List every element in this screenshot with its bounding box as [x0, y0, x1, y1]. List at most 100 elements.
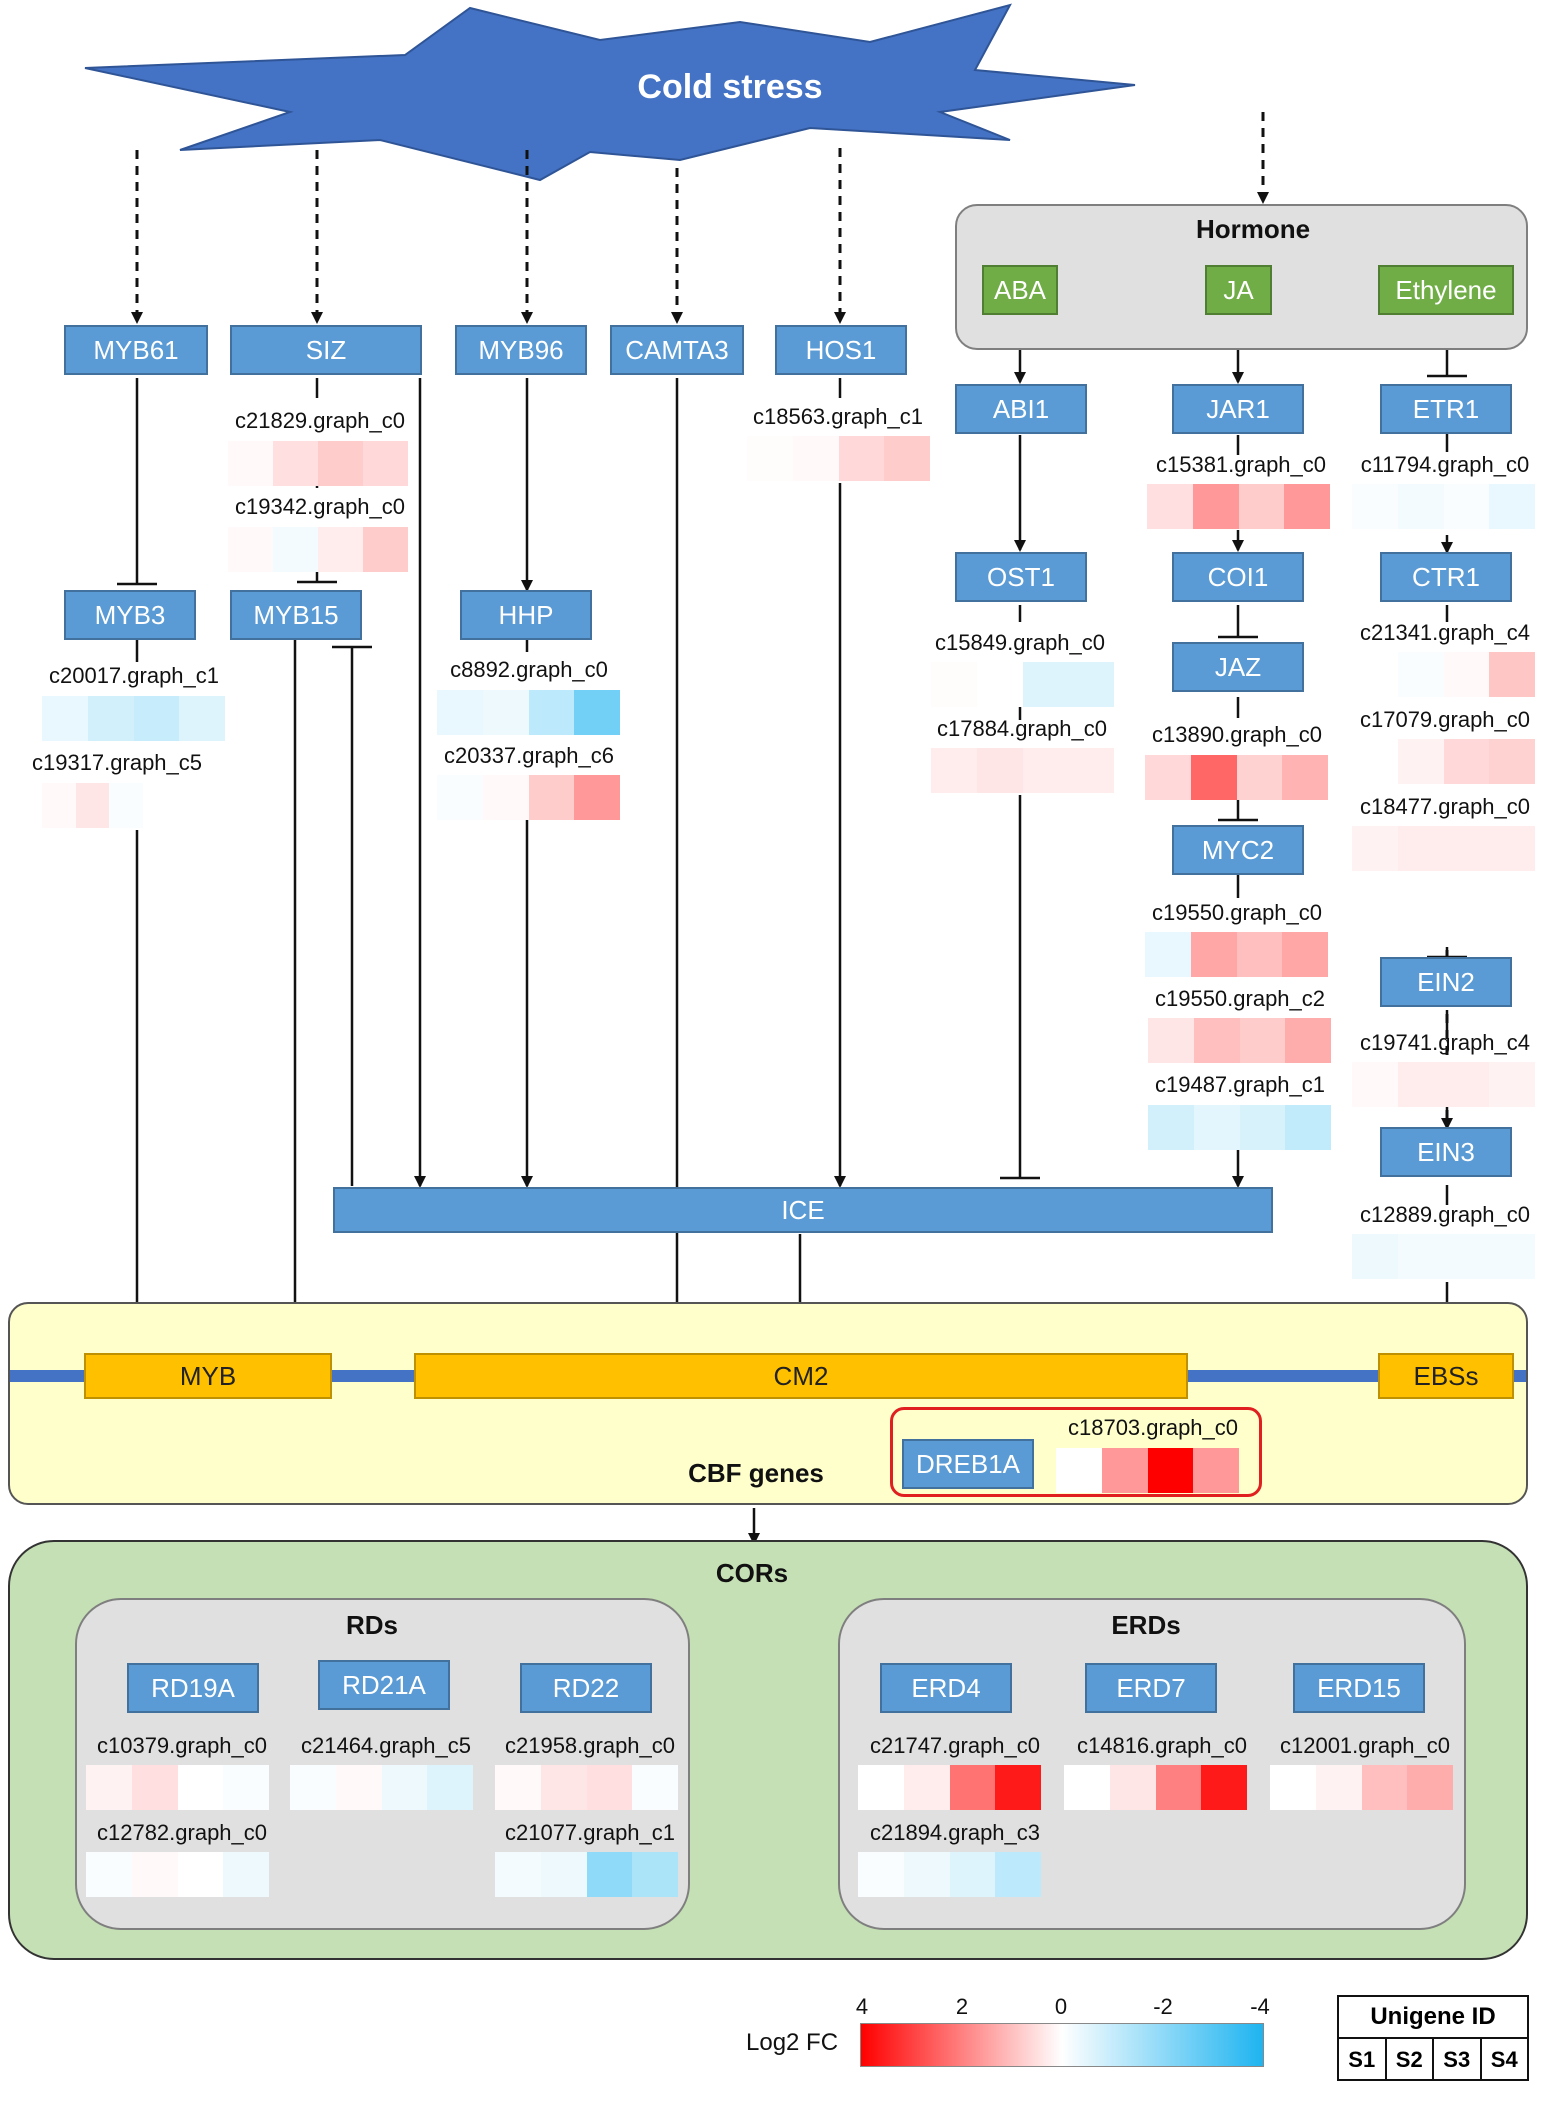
heatmap-cell	[318, 441, 363, 486]
unigene-label: c21894.graph_c3	[869, 1820, 1041, 1845]
unigene-heatmap	[747, 436, 930, 481]
coi1-box: COI1	[1172, 552, 1304, 602]
heatmap-cell	[903, 1852, 950, 1897]
heatmap-cell	[42, 783, 76, 828]
heatmap-cell	[903, 1765, 950, 1810]
unigene-heatmap	[437, 690, 620, 735]
hos1-box: HOS1	[775, 325, 907, 375]
unigene-label: c20337.graph_c6	[443, 743, 615, 768]
unigene-label: c14816.graph_c0	[1076, 1733, 1248, 1758]
erd7-box: ERD7	[1085, 1663, 1217, 1713]
unigene-label: c12001.graph_c0	[1279, 1733, 1451, 1758]
heatmap-cell	[177, 1765, 224, 1810]
heatmap-cell	[1201, 1765, 1247, 1810]
ebss-element: EBSs	[1378, 1353, 1514, 1399]
unigene-label: c18703.graph_c0	[1067, 1415, 1239, 1440]
heatmap-cell	[437, 775, 483, 820]
rd19a-box: RD19A	[127, 1663, 259, 1713]
heatmap-cell	[1145, 932, 1191, 977]
jaz-box: JAZ	[1172, 642, 1304, 692]
unigene-label: c18477.graph_c0	[1359, 794, 1531, 819]
unigene-label: c10379.graph_c0	[96, 1733, 268, 1758]
heatmap-cell	[1397, 652, 1444, 697]
ethylene-box: Ethylene	[1378, 265, 1514, 315]
heatmap-cell	[586, 1765, 633, 1810]
unigene-heatmap	[1148, 1018, 1331, 1063]
heatmap-cell	[586, 1852, 633, 1897]
heatmap-cell	[1068, 662, 1114, 707]
unigene-heatmap	[931, 748, 1114, 793]
unigene-label: c21341.graph_c4	[1359, 620, 1531, 645]
heatmap-cell	[528, 690, 575, 735]
myb61-box: MYB61	[64, 325, 208, 375]
ost1-box: OST1	[955, 552, 1087, 602]
heatmap-cell	[495, 1765, 541, 1810]
heatmap-cell	[1282, 755, 1328, 800]
unigene-label: c21464.graph_c5	[300, 1733, 472, 1758]
heatmap-cell	[632, 1852, 678, 1897]
heatmap-cell	[1022, 748, 1069, 793]
heatmap-cell	[1056, 1448, 1102, 1493]
legend-colorbar	[860, 2023, 1264, 2067]
unigene-label: c20017.graph_c1	[48, 663, 220, 688]
etr1-box: ETR1	[1380, 384, 1512, 434]
dreb1a-highlight	[890, 1407, 1262, 1497]
ein3-box: EIN3	[1380, 1127, 1512, 1177]
heatmap-cell	[223, 1852, 269, 1897]
heatmap-cell	[1352, 652, 1398, 697]
unigene-heatmap	[931, 662, 1114, 707]
cbf-title: CBF genes	[688, 1458, 824, 1488]
heatmap-cell	[179, 696, 225, 741]
myb96-box: MYB96	[455, 325, 587, 375]
heatmap-cell	[381, 1765, 428, 1810]
rd22-box: RD22	[520, 1663, 652, 1713]
heatmap-cell	[1190, 755, 1237, 800]
camta3-box: CAMTA3	[610, 325, 744, 375]
unigene-label: c21077.graph_c1	[504, 1820, 676, 1845]
heatmap-cell	[1352, 1062, 1398, 1107]
cold-stress-label: Cold stress	[637, 68, 823, 106]
unigene-heatmap	[1148, 1105, 1331, 1150]
unigene-heatmap	[858, 1765, 1041, 1810]
heatmap-cell	[1397, 1234, 1444, 1279]
heatmap-cell	[540, 1765, 587, 1810]
heatmap-cell	[131, 1852, 178, 1897]
heatmap-cell	[1352, 484, 1398, 529]
legend-tick: -4	[1250, 1994, 1270, 2019]
heatmap-cell	[1443, 484, 1490, 529]
legend-tick: -2	[1153, 1994, 1173, 2019]
unigene-heatmap	[1352, 826, 1535, 871]
heatmap-cell	[427, 1765, 473, 1810]
heatmap-cell	[976, 748, 1023, 793]
ein2-box: EIN2	[1380, 957, 1512, 1007]
heatmap-cell	[1489, 484, 1535, 529]
sample-label: S2	[1387, 2039, 1434, 2081]
heatmap-cell	[1145, 755, 1191, 800]
legend-tick: 4	[855, 1994, 869, 2019]
unigene-label: c19342.graph_c0	[234, 494, 406, 519]
heatmap-cell	[1193, 1105, 1240, 1150]
unigene-label: c11794.graph_c0	[1360, 452, 1530, 477]
heatmap-cell	[1361, 1765, 1408, 1810]
heatmap-cell	[1489, 739, 1535, 784]
heatmap-cell	[949, 1852, 996, 1897]
unigene-heatmap	[290, 1765, 473, 1810]
ice-box: ICE	[333, 1187, 1273, 1233]
unigene-heatmap	[495, 1852, 678, 1897]
heatmap-cell	[792, 436, 839, 481]
heatmap-cell	[1147, 1448, 1194, 1493]
heatmap-cell	[1236, 755, 1283, 800]
unigene-legend-title: Unigene ID	[1339, 1997, 1527, 2039]
abi1-box: ABI1	[955, 384, 1087, 434]
heatmap-cell	[1397, 739, 1444, 784]
heatmap-cell	[1238, 484, 1285, 529]
heatmap-cell	[1239, 1105, 1286, 1150]
heatmap-cell	[1109, 1765, 1156, 1810]
heatmap-cell	[75, 783, 109, 828]
heatmap-cell	[995, 1765, 1041, 1810]
heatmap-cell	[1315, 1765, 1362, 1810]
unigene-label: c21747.graph_c0	[869, 1733, 1041, 1758]
cold-stress-shape	[84, 3, 1136, 182]
heatmap-cell	[1489, 652, 1535, 697]
